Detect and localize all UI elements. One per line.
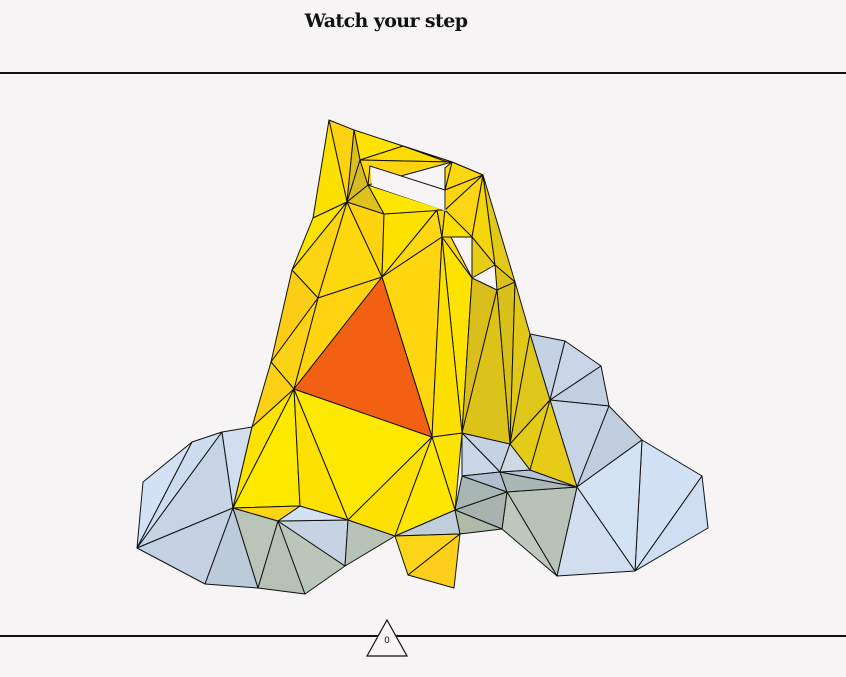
puzzle-title: Watch your step <box>304 10 468 32</box>
sign-facet[interactable] <box>529 399 578 488</box>
sign-facet[interactable] <box>444 161 453 191</box>
ground-right-region <box>394 333 709 577</box>
sign-facet[interactable] <box>431 236 463 438</box>
top-divider <box>0 72 846 74</box>
level-triangle-icon <box>366 619 408 657</box>
sign-facet[interactable] <box>232 505 301 522</box>
sign-facet[interactable] <box>407 533 461 589</box>
sign-facet[interactable] <box>499 443 531 473</box>
sign-facet[interactable] <box>394 436 456 537</box>
warning-triangle-symbol[interactable] <box>293 276 433 438</box>
sign-handle-hole <box>370 166 446 211</box>
ground-facet[interactable] <box>634 475 709 572</box>
bottom-divider <box>0 635 846 637</box>
sign-back-panel <box>461 174 578 488</box>
sign-handle-frame <box>346 129 484 238</box>
sign-facet[interactable] <box>441 209 473 238</box>
sign-handle-hole-edge <box>367 165 446 210</box>
sign-facet[interactable] <box>471 236 496 279</box>
level-counter: 0 <box>384 636 390 646</box>
sign-facet[interactable] <box>461 289 511 445</box>
ground-left-region <box>136 426 396 595</box>
